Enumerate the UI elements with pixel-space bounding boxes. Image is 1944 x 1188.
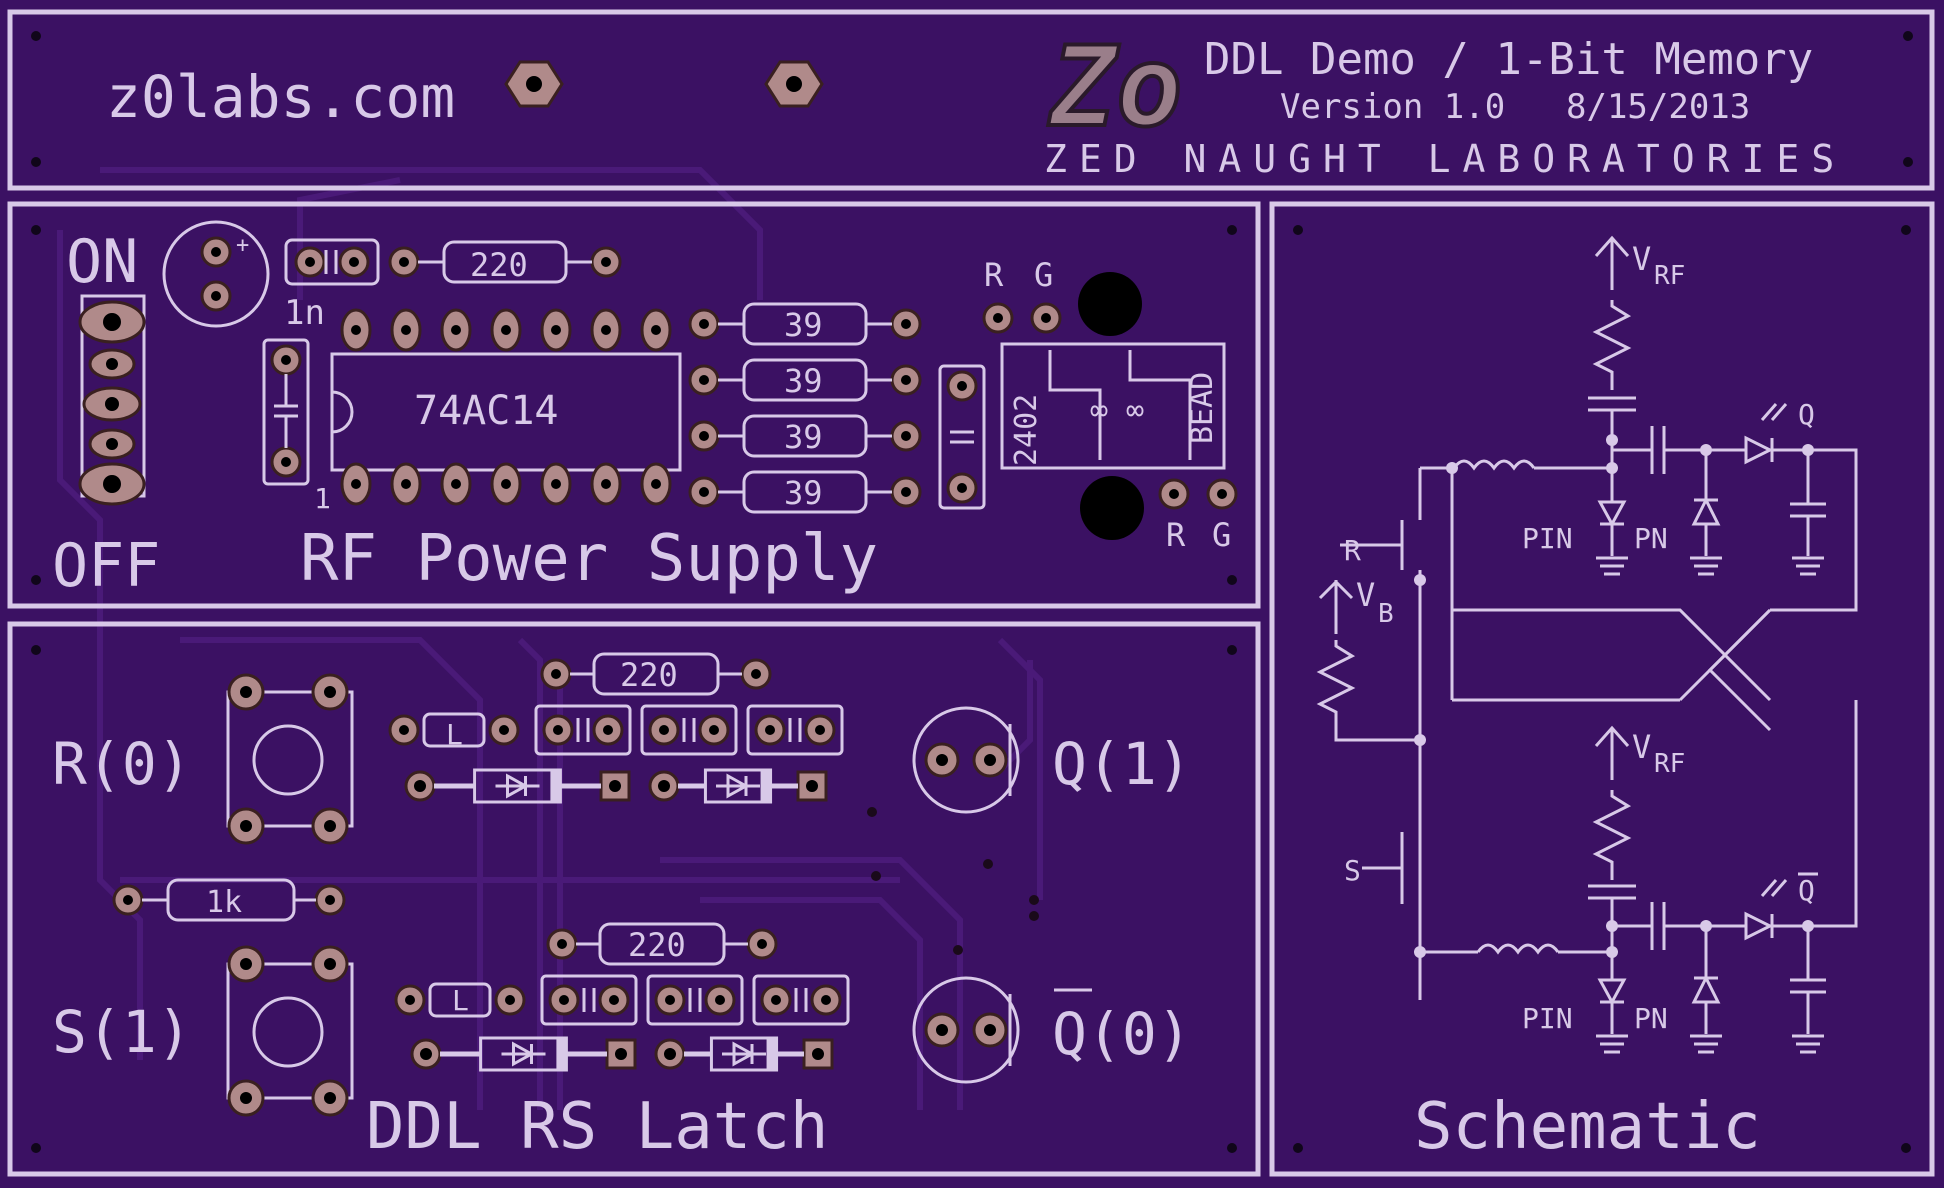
header-panel [7, 9, 1935, 191]
svg-text:+: + [236, 233, 249, 258]
resistor-39-label: 39 [784, 474, 823, 512]
latch-component-rows [388, 704, 850, 1072]
schem-pn-bottom: PN [1634, 1002, 1668, 1035]
mounting-hole-top [1078, 272, 1142, 336]
svg-text:Zo: Zo [1048, 23, 1182, 151]
schem-vrf-bottom-sub: RF [1654, 749, 1685, 779]
zo-logo: Zo [1046, 21, 1184, 153]
qbar-label: Q(0) [1052, 1000, 1192, 1068]
ic-label: 74AC14 [414, 388, 559, 434]
schem-vrf-bottom: V [1632, 728, 1651, 766]
reset-label: R(0) [52, 730, 192, 798]
resistor-220-latch-bottom [546, 922, 778, 966]
capacitor-bypass-right [938, 364, 986, 510]
power-panel [7, 201, 1261, 609]
rg-bottom-g: G [1212, 516, 1231, 554]
latch-section-title: DDL RS Latch [366, 1090, 828, 1164]
power-switch[interactable] [78, 294, 146, 506]
resistor-220-latch-top [540, 652, 772, 696]
inductor [388, 712, 520, 748]
resistor-1k [112, 878, 346, 922]
schem-vrf-top: V [1632, 240, 1651, 278]
capacitor [534, 704, 632, 756]
power-section-title: RF Power Supply [300, 522, 878, 596]
schem-pin-top: PIN [1522, 522, 1573, 555]
capacitor [640, 704, 738, 756]
rg-top-r: R [984, 256, 1004, 294]
corner-dots [31, 31, 1913, 1153]
diode [648, 768, 828, 804]
schem-s: S [1344, 854, 1361, 887]
reset-button[interactable] [226, 673, 354, 845]
resistor-39: 39 [688, 358, 922, 402]
schematic-panel [1269, 201, 1935, 1177]
schem-vb: V [1356, 576, 1375, 614]
schematic-diagram [1316, 235, 1858, 1054]
board-title: DDL Demo / 1-Bit Memory [1204, 34, 1813, 85]
mounting-pad-1 [504, 60, 564, 108]
capacitor-bypass-left [262, 338, 310, 486]
diode [410, 1036, 637, 1072]
resistor-39-label: 39 [784, 362, 823, 400]
off-label: OFF [52, 531, 160, 601]
led-qbar [912, 976, 1020, 1084]
svg-text:∞: ∞ [1126, 393, 1144, 428]
resistor-39: 39 [688, 470, 922, 514]
resistor-1k-label: 1k [206, 885, 242, 920]
schem-vrf-top-sub: RF [1654, 261, 1685, 291]
resistor-39-label: 39 [784, 418, 823, 456]
ic-74ac14 [330, 308, 682, 506]
schem-pin-bottom: PIN [1522, 1002, 1573, 1035]
rg-top-g: G [1034, 256, 1053, 294]
inductor-label-top: L [446, 718, 463, 751]
r220-bottom-label: 220 [628, 926, 686, 964]
electrolytic-capacitor: + [162, 220, 270, 328]
capacitor [540, 974, 638, 1026]
inductor-label-bottom: L [452, 984, 469, 1017]
schem-r: R [1344, 534, 1361, 567]
resistors-39: 39 39 39 39 [688, 302, 922, 514]
diode [654, 1036, 834, 1072]
resistor-220-label: 220 [470, 246, 528, 284]
schematic-title: Schematic [1414, 1090, 1761, 1164]
schem-qbar: Q [1798, 874, 1815, 907]
ic-pin1-label: 1 [314, 482, 331, 515]
date-text: 8/15/2013 [1566, 87, 1750, 127]
resistor-39-label: 39 [784, 306, 823, 344]
vias [867, 807, 1039, 955]
latch-panel [7, 621, 1261, 1177]
q-label: Q(1) [1052, 730, 1192, 798]
inductor [394, 982, 526, 1018]
website-text: z0labs.com [106, 63, 455, 131]
resistor-220-power [388, 240, 622, 284]
set-button[interactable] [226, 945, 354, 1117]
rg-bottom-r: R [1166, 516, 1186, 554]
capacitor [646, 974, 744, 1026]
diode [404, 768, 631, 804]
schematic-junctions [1414, 434, 1814, 958]
cap-1n-label: 1n [284, 293, 325, 333]
ferrite-bead: ∞ ∞ [1000, 342, 1226, 470]
mounting-pad-2 [764, 60, 824, 108]
capacitor [752, 974, 850, 1026]
on-label: ON [66, 227, 138, 297]
resistor-39: 39 [688, 302, 922, 346]
r220-top-label: 220 [620, 656, 678, 694]
version-text: Version 1.0 [1280, 87, 1505, 127]
company-name: ZED NAUGHT LABORATORIES [1044, 137, 1846, 181]
schem-vb-sub: B [1378, 599, 1394, 629]
capacitor [746, 704, 844, 756]
part-2402-label: 2402 [1009, 394, 1044, 466]
set-label: S(1) [52, 998, 192, 1066]
capacitor-1n [284, 238, 380, 286]
schem-q: Q [1798, 398, 1815, 431]
resistor-39: 39 [688, 414, 922, 458]
schem-pn-top: PN [1634, 522, 1668, 555]
led-q [912, 706, 1020, 814]
svg-text:∞: ∞ [1090, 393, 1108, 428]
mounting-hole-bottom [1080, 476, 1144, 540]
part-bead-label: BEAD [1185, 372, 1220, 444]
